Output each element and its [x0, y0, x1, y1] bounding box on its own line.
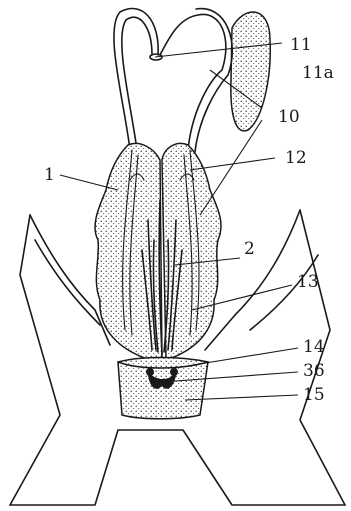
label-14: 14 [303, 337, 325, 357]
label-12: 12 [285, 148, 307, 168]
label-15: 15 [303, 385, 325, 405]
label-11a: 11a [302, 63, 334, 83]
label-10: 10 [278, 107, 300, 127]
label-2: 2 [244, 239, 255, 259]
left-gland-lobe [95, 143, 162, 360]
label-1: 1 [44, 165, 55, 185]
seminal-vesicle-11a [231, 12, 270, 131]
vas-deferens [114, 9, 232, 152]
label-13: 13 [297, 272, 319, 292]
label-11: 11 [290, 35, 312, 55]
label-36: 36 [303, 361, 325, 381]
ejaculatory-chamber [118, 358, 208, 419]
